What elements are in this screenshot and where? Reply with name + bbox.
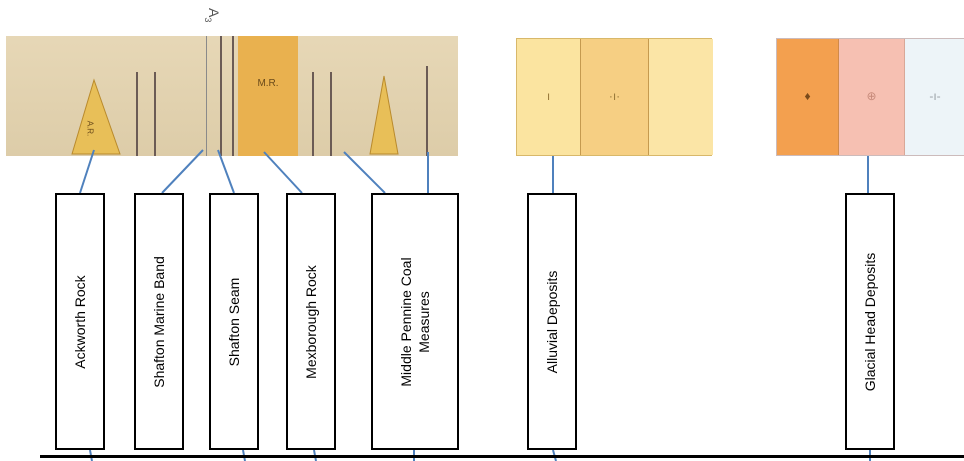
- shafton-seam-line: [220, 36, 222, 156]
- seam-line: [426, 66, 428, 156]
- connector-middle-pennine: [343, 151, 386, 194]
- alluvial-swatch-strip: ı ·ı·: [516, 38, 713, 156]
- label-ackworth-rock: Ackworth Rock: [72, 274, 88, 369]
- label-glacial-head-deposits: Glacial Head Deposits: [862, 252, 878, 391]
- label-box-shafton-seam: Shafton Seam: [209, 193, 259, 450]
- glacial-swatch-2: ⊕: [839, 39, 905, 155]
- label-box-ackworth-rock: Ackworth Rock: [55, 193, 105, 450]
- label-box-mexborough-rock: Mexborough Rock: [286, 193, 336, 450]
- label-shafton-seam: Shafton Seam: [226, 277, 242, 366]
- mexborough-rock-area: M.R.: [238, 36, 298, 156]
- glacial-symbol: -ı-: [929, 89, 941, 103]
- seam-line: [154, 72, 156, 156]
- map-shapes: [71, 75, 399, 155]
- section-marker-letter: A: [206, 8, 222, 18]
- alluvial-symbol: ı: [546, 89, 551, 103]
- mr-abbrev: M.R.: [257, 78, 279, 89]
- glacial-symbol: ♦: [804, 89, 811, 103]
- alluvial-symbol: ·ı·: [608, 89, 621, 103]
- label-middle-pennine-coal-measures: Middle Pennine Coal Measures: [398, 256, 432, 387]
- section-marker-sub: 3: [203, 17, 214, 23]
- connector-mexborough: [263, 151, 303, 194]
- seam-line: [330, 72, 332, 156]
- section-marker: A3: [203, 8, 222, 22]
- alluvial-swatch-2: ·ı·: [581, 39, 649, 155]
- connector-shafton-seam: [217, 149, 235, 194]
- alluvial-swatch-1: ı: [517, 39, 581, 155]
- glacial-swatch-3: -ı-: [905, 39, 964, 155]
- label-alluvial-deposits: Alluvial Deposits: [544, 270, 560, 373]
- section-line-a3: [206, 36, 207, 156]
- shafton-marine-band-line: [232, 36, 234, 156]
- seam-line: [312, 72, 314, 156]
- label-mexborough-rock: Mexborough Rock: [303, 264, 319, 379]
- ar-abbrev: A.R.: [85, 120, 95, 137]
- glacial-symbol: ⊕: [866, 89, 877, 103]
- connector-ackworth: [79, 149, 95, 194]
- label-box-shafton-marine-band: Shafton Marine Band: [134, 193, 184, 450]
- ackworth-rock-triangle: [71, 78, 121, 155]
- alluvial-swatch-3: [649, 39, 713, 155]
- ackworth-rock-triangle-2: [369, 75, 399, 155]
- baseline: [40, 455, 964, 458]
- label-box-middle-pennine-coal-measures: Middle Pennine Coal Measures: [371, 193, 459, 450]
- label-box-glacial-head-deposits: Glacial Head Deposits: [845, 193, 895, 450]
- label-box-alluvial-deposits: Alluvial Deposits: [527, 193, 577, 450]
- geological-map-strip: M.R. A.R.: [6, 36, 458, 156]
- glacial-swatch-strip: ♦ ⊕ -ı-: [776, 38, 964, 156]
- connector-shafton-marine-band: [161, 149, 204, 194]
- glacial-swatch-1: ♦: [777, 39, 839, 155]
- label-shafton-marine-band: Shafton Marine Band: [151, 255, 167, 388]
- seam-line: [136, 72, 138, 156]
